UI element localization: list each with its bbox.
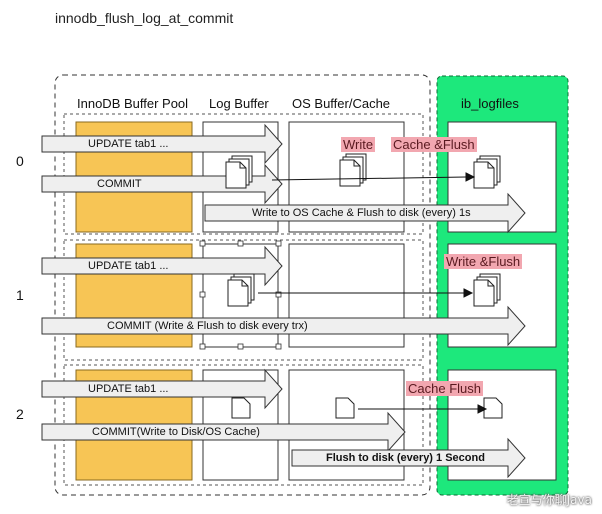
row-2-flush-label: Cache Flush [406, 381, 483, 396]
row-2-flush-text: Flush to disk (every) 1 Second [326, 452, 485, 464]
row-0-update-text: UPDATE tab1 ... [88, 138, 169, 150]
row-2-commit-text: COMMIT(Write to Disk/OS Cache) [92, 426, 260, 438]
row-0-flush-label: Cache &Flush [391, 137, 477, 152]
row-0-update-arrow [41, 123, 283, 165]
diagram-title: innodb_flush_log_at_commit [55, 10, 234, 26]
row-0-oscache-doc [339, 153, 367, 187]
row-1-label: 1 [16, 287, 24, 303]
row-2-logbuffer-doc [231, 397, 251, 419]
row-1-commit-text: COMMIT (Write & Flush to disk every trx) [107, 320, 308, 332]
row-1-selection-handles [199, 240, 282, 350]
row-0-label: 0 [16, 153, 24, 169]
row-2-oscache-doc [335, 397, 355, 419]
row-0-flush-arrow [204, 192, 526, 234]
memory-container [54, 74, 431, 496]
row-0-commit-text: COMMIT [97, 178, 142, 190]
row-2-flush-arrow [291, 437, 526, 479]
col-header-logfiles: ib_logfiles [461, 96, 519, 111]
row-0-write-label: Write [341, 137, 376, 152]
row-1-logbuffer-doc [227, 273, 255, 307]
row-0-logbuffer-doc [225, 155, 253, 189]
col-header-buffer-pool: InnoDB Buffer Pool [77, 96, 189, 111]
row-1-update-text: UPDATE tab1 ... [88, 260, 169, 272]
row-1-commit-arrow [41, 305, 526, 347]
row-0-thin-arrow [271, 176, 467, 181]
row-1-update-arrow [41, 245, 283, 287]
row-0-logfile-doc [473, 155, 501, 189]
row-2-logfile-doc [483, 397, 503, 419]
row-2-update-arrow [41, 368, 283, 410]
row-2-commit-arrow [41, 411, 406, 453]
row-2-update-text: UPDATE tab1 ... [88, 383, 169, 395]
row-0-commit-arrow [41, 163, 283, 205]
col-header-os-cache: OS Buffer/Cache [292, 96, 391, 111]
row-0-flush-text: Write to OS Cache & Flush to disk (every… [252, 207, 471, 219]
row-1-flush-label: Write &Flush [444, 254, 523, 269]
col-header-log-buffer: Log Buffer [209, 96, 269, 111]
row-2-label: 2 [16, 406, 24, 422]
row-1-logfile-doc [473, 273, 501, 307]
watermark: 老宣与你聊Java [506, 493, 592, 507]
